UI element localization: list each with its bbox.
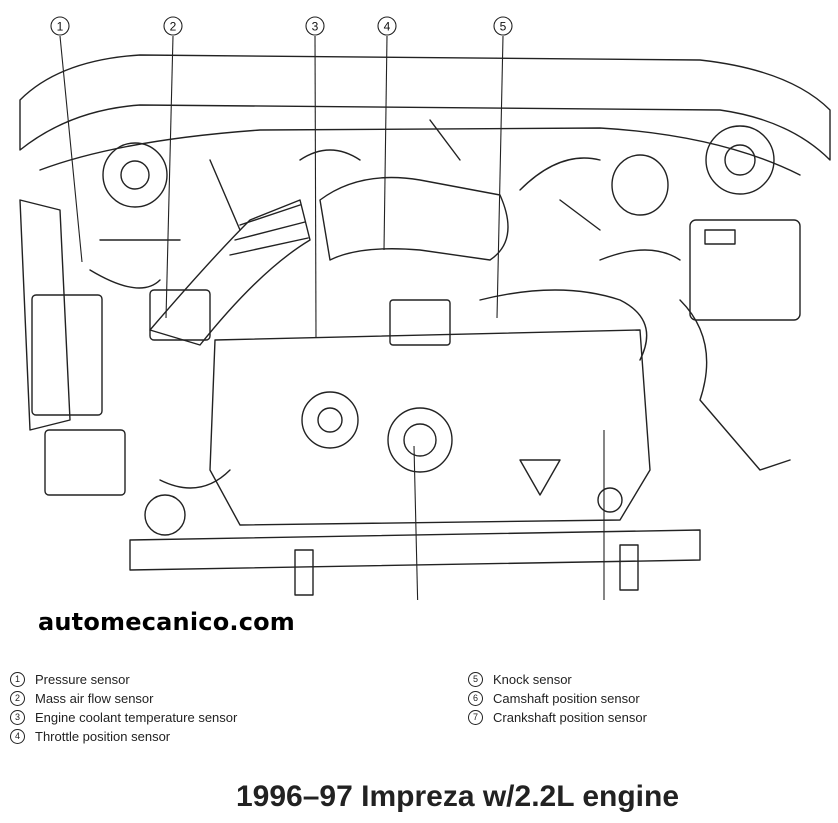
callout-number: 2 bbox=[170, 20, 177, 34]
leader-line-1 bbox=[59, 35, 83, 263]
engine-compartment-drawing: 1234567 bbox=[19, 16, 831, 600]
legend-number: 5 bbox=[468, 672, 483, 687]
pulley-left bbox=[301, 391, 359, 449]
legend-number: 6 bbox=[468, 691, 483, 706]
leader-line-5 bbox=[496, 35, 504, 319]
legend-left-column: 1 Pressure sensor 2 Mass air flow sensor 3… bbox=[10, 670, 430, 746]
battery bbox=[689, 219, 801, 321]
legend-item-mass-air-flow-sensor: 2 Mass air flow sensor bbox=[10, 689, 430, 708]
legend-number: 2 bbox=[10, 691, 25, 706]
leader-line-2 bbox=[165, 35, 174, 319]
legend-label: Engine coolant temperature sensor bbox=[35, 709, 238, 725]
legend-number: 1 bbox=[10, 672, 25, 687]
callout-marker-1: 1 bbox=[50, 16, 70, 36]
coolant-reservoir bbox=[611, 154, 669, 216]
callout-marker-5: 5 bbox=[493, 16, 513, 36]
figure-caption: 1996–97 Impreza w/2.2L engine bbox=[236, 780, 680, 813]
callout-number: 5 bbox=[500, 20, 507, 34]
air-intake-duct bbox=[149, 199, 311, 346]
legend-item-camshaft-position-sensor: 6 Camshaft position sensor bbox=[468, 689, 828, 708]
legend-label: Pressure sensor bbox=[35, 671, 130, 687]
legend-item-pressure-sensor: 1 Pressure sensor bbox=[10, 670, 430, 689]
callout-marker-2: 2 bbox=[163, 16, 183, 36]
callout-circle bbox=[493, 16, 513, 36]
callout-marker-4: 4 bbox=[377, 16, 397, 36]
legend-label: Mass air flow sensor bbox=[35, 690, 154, 706]
left-strut-tower bbox=[102, 142, 168, 208]
callout-circle bbox=[163, 16, 183, 36]
legend-label: Throttle position sensor bbox=[35, 728, 171, 744]
callout-circle bbox=[50, 16, 70, 36]
right-strut-tower bbox=[705, 125, 775, 195]
engine-block bbox=[209, 329, 651, 526]
relay-box bbox=[31, 294, 103, 416]
callout-number: 1 bbox=[57, 20, 64, 34]
leader-line-4 bbox=[383, 35, 388, 251]
legend-label: Knock sensor bbox=[493, 671, 572, 687]
intake-manifold bbox=[319, 176, 509, 261]
left-fender bbox=[19, 199, 71, 431]
mass-air-flow-unit bbox=[149, 289, 211, 341]
legend-item-engine-coolant-temperature-sensor: 3 Engine coolant temperature sensor bbox=[10, 708, 430, 727]
callout-circle bbox=[377, 16, 397, 36]
legend-number: 3 bbox=[10, 710, 25, 725]
body-outline bbox=[19, 54, 831, 161]
front-crossmember bbox=[129, 529, 701, 571]
legend-number: 4 bbox=[10, 729, 25, 744]
cowl-line bbox=[39, 127, 801, 176]
legend-label: Crankshaft position sensor bbox=[493, 709, 647, 725]
legend-number: 7 bbox=[468, 710, 483, 725]
callout-circle bbox=[305, 16, 325, 36]
callout-number: 3 bbox=[312, 20, 319, 34]
callout-marker-3: 3 bbox=[305, 16, 325, 36]
alternator bbox=[387, 407, 453, 473]
callout-number: 4 bbox=[384, 20, 391, 34]
legend-label: Camshaft position sensor bbox=[493, 690, 640, 706]
leader-line-7 bbox=[413, 445, 419, 600]
legend-item-crankshaft-position-sensor: 7 Crankshaft position sensor bbox=[468, 708, 828, 727]
watermark-text: automecanico.com bbox=[38, 608, 296, 636]
legend-item-knock-sensor: 5 Knock sensor bbox=[468, 670, 828, 689]
legend-item-throttle-position-sensor: 4 Throttle position sensor bbox=[10, 727, 430, 746]
leader-line-3 bbox=[314, 35, 317, 339]
